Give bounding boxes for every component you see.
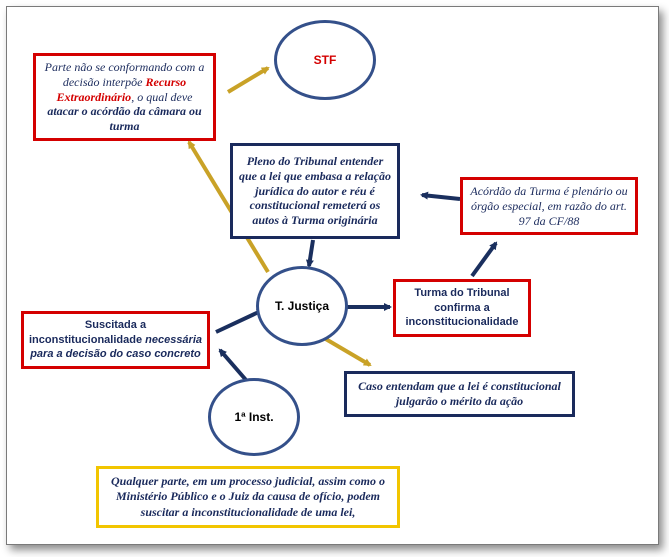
arrow-recurso-to-stf bbox=[226, 66, 270, 94]
constitucional-box: Caso entendam que a lei é constitucional… bbox=[344, 371, 575, 417]
pleno-text: Pleno do Tribunal entender que a lei que… bbox=[239, 154, 391, 227]
acordao-text: Acórdão da Turma é plenário ou órgão esp… bbox=[470, 183, 628, 228]
tjustica-node: T. Justiça bbox=[256, 266, 348, 346]
recurso-text-2: Recurso Extraordinário bbox=[56, 75, 187, 104]
recurso-text-3: , o qual deve bbox=[131, 89, 193, 104]
recurso-box: Parte não se conformando com a decisão i… bbox=[33, 53, 216, 141]
suscitada-text-1: Suscitada a inconstitucionalidade bbox=[29, 318, 147, 346]
tjustica-label: T. Justiça bbox=[274, 299, 330, 313]
turma-text: Turma do Tribunal confirma a inconstituc… bbox=[405, 286, 519, 329]
turma-box: Turma do Tribunal confirma a inconstituc… bbox=[393, 279, 531, 337]
arrow-suscitada-to-tjustica bbox=[215, 308, 265, 334]
primeira-instancia-label: 1ª Inst. bbox=[234, 410, 274, 424]
arrow-tjustica-to-constitucional bbox=[322, 336, 372, 367]
recurso-text-4: atacar o acórdão da câmara ou turma bbox=[47, 104, 202, 133]
arrow-tjustica-to-recurso bbox=[187, 140, 270, 274]
primeira-instancia-node: 1ª Inst. bbox=[208, 378, 300, 456]
arrow-turma-to-acordao bbox=[470, 241, 498, 278]
recurso-text-1: Parte não se conformando com a decisão i… bbox=[44, 60, 205, 90]
constitucional-text: Caso entendam que a lei é constitucional… bbox=[358, 379, 561, 408]
acordao-box: Acórdão da Turma é plenário ou órgão esp… bbox=[460, 177, 638, 235]
arrow-acordao-to-pleno bbox=[420, 191, 461, 201]
stf-node: STF bbox=[274, 20, 376, 100]
suscitada-box: Suscitada a inconstitucionalidade necess… bbox=[21, 311, 210, 369]
qualquer-text: Qualquer parte, em um processo judicial,… bbox=[110, 473, 385, 519]
pleno-box: Pleno do Tribunal entender que a lei que… bbox=[230, 143, 400, 239]
suscitada-text-2: necessária bbox=[145, 333, 203, 346]
qualquer-box: Qualquer parte, em um processo judicial,… bbox=[96, 466, 400, 528]
arrow-pleno-to-tjustica bbox=[305, 239, 315, 268]
suscitada-text-3: para a decisão do caso concreto bbox=[30, 348, 201, 361]
arrow-primeira-to-suscitada bbox=[218, 348, 248, 382]
stf-label: STF bbox=[313, 53, 337, 67]
